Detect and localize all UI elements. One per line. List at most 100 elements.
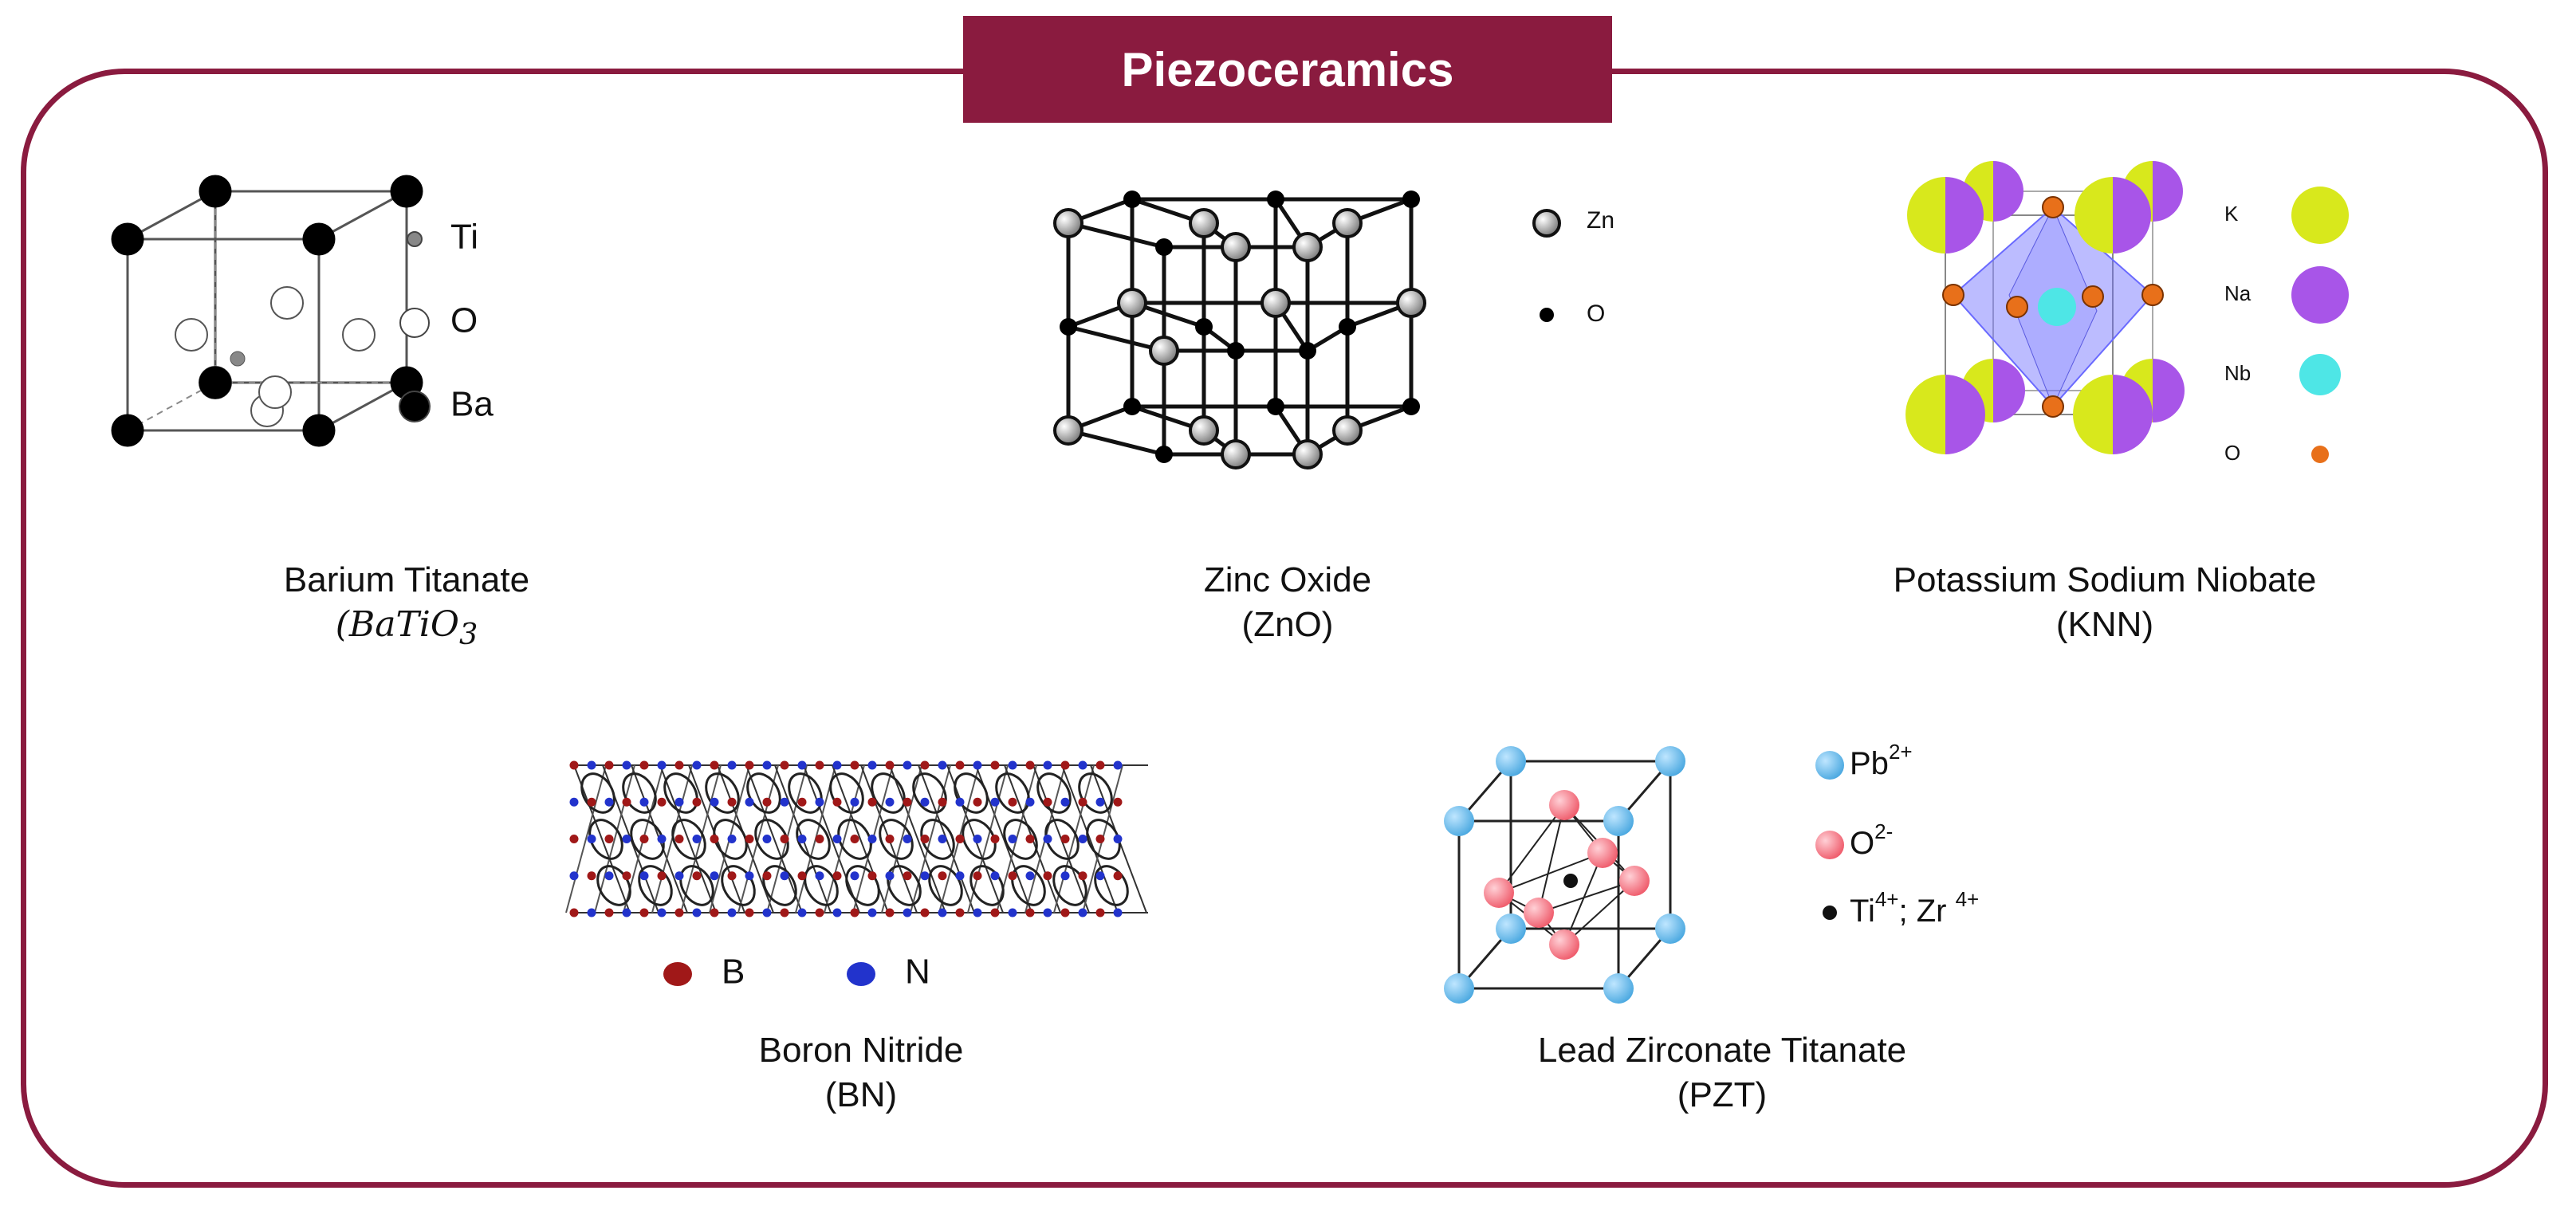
boron-atom: [920, 908, 930, 917]
nitrogen-atom: [1008, 908, 1017, 917]
boron-atom: [1043, 871, 1052, 881]
nitrogen-atom: [569, 797, 579, 807]
boron-atom: [815, 835, 824, 843]
nitrogen-atom: [955, 871, 965, 881]
nitrogen-atom: [569, 871, 579, 881]
legend-label-o: O: [450, 301, 478, 340]
bond-line: [889, 764, 946, 913]
oxygen-atom: [1942, 284, 1964, 306]
legend-label-0: Pb2+: [1850, 740, 1913, 781]
boron-atom: [710, 835, 719, 843]
nitrogen-atom: [587, 908, 596, 917]
nitrogen-atom: [1078, 835, 1087, 843]
boron-atom: [657, 797, 667, 807]
hex-ring: [920, 819, 955, 860]
nitrogen-atom: [622, 835, 631, 843]
zinc-atom: [1332, 415, 1363, 446]
nitrogen-atom: [1025, 871, 1035, 881]
hex-ring: [1003, 819, 1038, 860]
nitrogen-atom: [727, 760, 737, 770]
boron-atom: [727, 797, 737, 807]
oxygen-atom: [2042, 395, 2064, 418]
boron-atom: [832, 871, 842, 881]
hex-ring: [829, 772, 864, 814]
zinc-atom: [1053, 208, 1083, 238]
nitrogen-atom: [955, 797, 965, 807]
zinc-atom: [1292, 232, 1323, 262]
zinc-oxide-structure: ZnO: [1053, 191, 1614, 469]
boron-atom: [692, 797, 702, 807]
lead-atom: [1496, 746, 1526, 776]
ti-zr-atom: [1563, 874, 1578, 888]
nitrogen-atom: [780, 797, 789, 807]
oxygen-atom: [1587, 838, 1618, 868]
hex-ring: [969, 865, 1005, 906]
nitrogen-atom: [1095, 797, 1105, 807]
boron-nitride-formula: (BN): [824, 1075, 898, 1114]
nitrogen-atom: [657, 760, 667, 770]
hex-ring: [879, 819, 914, 860]
boron-atom: [780, 760, 789, 770]
barium-titanate-caption: Barium Titanate (BaTiO3: [199, 558, 614, 657]
boron-atom: [955, 835, 965, 843]
zinc-atom: [1189, 415, 1219, 446]
nitrogen-atom: [1008, 835, 1017, 843]
legend-swatch: [1532, 209, 1561, 238]
potassium-half: [1905, 375, 1945, 454]
barium-atom: [390, 175, 423, 208]
oxygen-atom: [175, 318, 208, 352]
nitrogen-atom: [938, 835, 947, 843]
boron-atom: [604, 835, 614, 843]
bond-line: [1053, 764, 1095, 913]
boron-atom: [674, 835, 684, 843]
boron-atom: [762, 797, 772, 807]
nitrogen-atom: [674, 797, 684, 807]
octahedron-edge: [1498, 804, 1565, 894]
legend-label-b: B: [722, 953, 745, 992]
zinc-atom: [1260, 288, 1291, 318]
boron-atom: [797, 871, 807, 881]
legend-label-zn: Zn: [1587, 207, 1614, 234]
nitrogen-atom: [1043, 835, 1052, 843]
nitrogen-atom: [762, 760, 772, 770]
nitrogen-atom: [604, 797, 614, 807]
nitrogen-atom: [1078, 908, 1087, 917]
hex-ring: [746, 772, 781, 814]
pzt-formula: (PZT): [1677, 1075, 1768, 1114]
boron-atom: [587, 797, 596, 807]
legend-label-1: O2-: [1850, 819, 1893, 861]
hex-ring: [588, 819, 623, 860]
bond-line: [573, 764, 631, 913]
boron-atom: [622, 871, 631, 881]
nitrogen-atom: [780, 871, 789, 881]
hex-ring: [995, 772, 1030, 814]
hex-ring: [837, 819, 872, 860]
boron-atom: [587, 871, 596, 881]
nitrogen-atom: [587, 835, 596, 843]
hex-ring: [1011, 865, 1046, 906]
boron-atom: [762, 871, 772, 881]
legend-swatch: [2299, 354, 2341, 395]
nitrogen-atom: [850, 871, 859, 881]
legend-swatch: [2311, 446, 2329, 463]
hex-ring: [845, 865, 880, 906]
nitrogen-atom: [1008, 760, 1017, 770]
oxygen-atom: [1155, 238, 1173, 256]
barium-atom: [111, 414, 144, 447]
legend-label-charge2: 4+: [1956, 887, 1980, 911]
pzt-structure: Pb2+O2-Ti4+; Zr 4+: [1444, 740, 1980, 1004]
legend-label-ba: Ba: [450, 385, 494, 424]
bond-line: [1068, 428, 1165, 457]
boron-atom: [1025, 760, 1035, 770]
nitrogen-atom: [885, 797, 895, 807]
legend-label-charge: 2+: [1889, 740, 1913, 764]
barium-titanate-formula: (BaTiO3: [199, 603, 614, 657]
nitrogen-atom: [657, 908, 667, 917]
boron-atom: [622, 797, 631, 807]
hex-ring: [754, 819, 789, 860]
boron-atom: [850, 760, 859, 770]
legend-swatch: [847, 962, 875, 986]
nitrogen-atom: [727, 835, 737, 843]
